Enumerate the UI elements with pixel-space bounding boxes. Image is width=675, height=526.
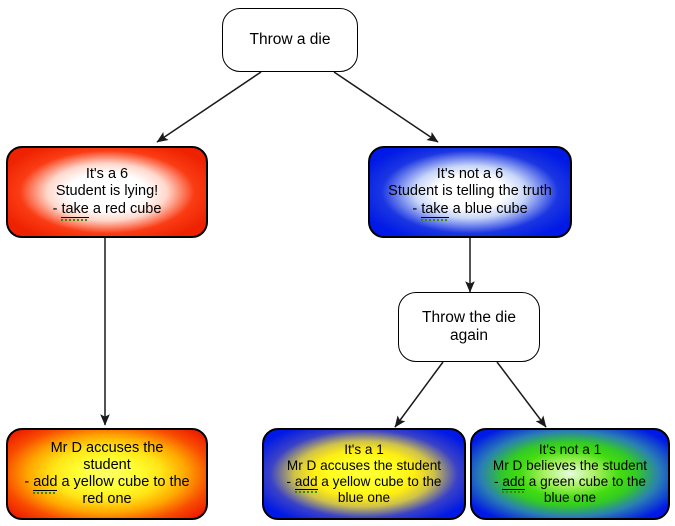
node-throw-the-die-again[interactable]: Throw the die again [398,292,540,362]
node-line: Mr D accuses the student [286,457,442,473]
node-its-a-1[interactable]: It's a 1 Mr D accuses the student - add … [262,428,466,520]
node-its-not-a-1[interactable]: It's not a 1 Mr D believes the student -… [470,428,670,520]
node-line: blue one [337,490,391,506]
node-line-misspelled: - add a green cube to the [494,474,646,490]
spellcheck-word: add [33,474,58,491]
node-line: Student is lying! [55,183,159,200]
node-line: It's a 1 [344,441,384,457]
node-line-misspelled: - add a yellow cube to the [24,474,190,491]
node-label-group: Throw a die [223,31,357,49]
node-line-misspelled: - take a red cube [52,200,162,218]
edge-root-to-not-six [333,71,439,143]
node-label-group: It's a 1 Mr D accuses the student - add … [264,442,464,506]
node-throw-a-die[interactable]: Throw a die [222,8,358,72]
node-line: again [450,327,488,344]
node-label-group: It's a 6 Student is lying! - take a red … [8,166,206,218]
node-label-group: Throw the die again [399,309,539,346]
node-line: It's not a 6 [436,166,504,183]
node-line-misspelled: - add a yellow cube to the [286,474,442,490]
node-line: Student is telling the truth [388,183,552,200]
node-line-misspelled: - take a blue cube [412,200,528,218]
spellcheck-word: add [502,474,526,490]
node-line: student [83,456,131,473]
node-line: blue one [543,490,597,506]
edge-root-to-six [156,71,262,143]
node-line: It's a 6 [85,166,129,183]
node-its-not-a-6[interactable]: It's not a 6 Student is telling the trut… [368,146,572,238]
node-line: red one [82,491,132,508]
node-line: Mr D believes the student [492,457,648,473]
node-label-group: Mr D accuses the student - add a yellow … [8,440,206,508]
spellcheck-word: take [421,200,449,218]
spellcheck-word: add [294,474,318,490]
node-label-group: It's not a 1 Mr D believes the student -… [472,442,668,506]
node-line: It's not a 1 [538,441,602,457]
node-label-group: It's not a 6 Student is telling the trut… [370,166,570,218]
spellcheck-word: take [61,200,89,218]
node-line: Mr D accuses the [50,439,164,456]
node-its-a-6[interactable]: It's a 6 Student is lying! - take a red … [6,146,208,238]
edge-again-to-one [394,361,444,428]
node-accuse-red-cube[interactable]: Mr D accuses the student - add a yellow … [6,428,208,520]
node-line: Throw the die [422,308,516,326]
node-line: Throw a die [249,30,331,48]
edge-again-to-not-one [496,361,547,428]
